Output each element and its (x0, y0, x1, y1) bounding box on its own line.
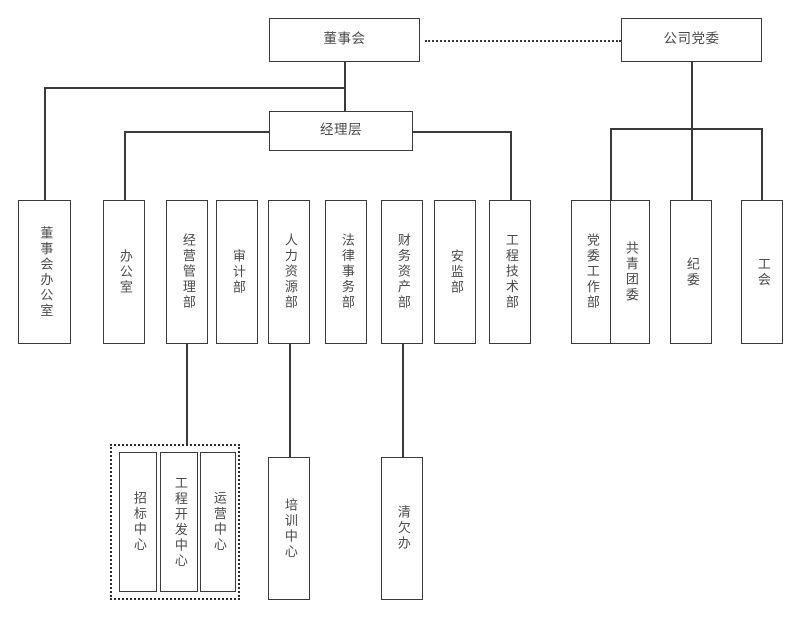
connector-training-center-drop (289, 344, 291, 457)
node-party-committee-label: 公司党委 (663, 31, 720, 48)
node-center-2[interactable]: 运营中心 (200, 452, 236, 592)
node-sub-unit-1-label: 清欠办 (394, 505, 410, 552)
connector-party-stem (691, 62, 693, 200)
node-department-6[interactable]: 安监部 (434, 200, 476, 344)
center-group-frame (110, 444, 240, 600)
node-sub-unit-0[interactable]: 培训中心 (268, 457, 310, 600)
node-department-7[interactable]: 工程技术部 (489, 200, 531, 344)
node-sub-unit-0-label: 培训中心 (281, 497, 297, 560)
node-management[interactable]: 经理层 (269, 111, 413, 151)
node-center-2-label: 运营中心 (210, 491, 226, 553)
node-center-1[interactable]: 工程开发中心 (160, 452, 198, 592)
node-department-7-label: 工程技术部 (502, 233, 518, 311)
connector-management-right (412, 131, 511, 133)
node-department-0[interactable]: 办公室 (103, 200, 145, 344)
node-department-3-label: 人力资源部 (281, 233, 297, 311)
connector-board-bus (44, 87, 345, 89)
node-party-unit-1[interactable]: 共青团委 (610, 200, 650, 344)
connector-party-right-drop (761, 128, 763, 200)
node-department-3[interactable]: 人力资源部 (268, 200, 310, 344)
node-center-0[interactable]: 招标中心 (119, 452, 157, 592)
node-party-unit-0-label: 党委工作部 (583, 233, 599, 311)
node-department-2[interactable]: 审计部 (216, 200, 258, 344)
node-center-0-label: 招标中心 (130, 491, 146, 553)
connector-management-left (124, 131, 271, 133)
connector-board-office-drop (44, 87, 46, 200)
node-department-5-label: 财务资产部 (394, 233, 410, 311)
connector-party-left-drop (610, 128, 612, 200)
connector-debt-office-drop (402, 344, 404, 457)
node-sub-unit-1[interactable]: 清欠办 (381, 457, 423, 600)
node-department-0-label: 办公室 (116, 248, 132, 296)
node-department-4-label: 法律事务部 (338, 233, 354, 311)
node-department-4[interactable]: 法律事务部 (325, 200, 367, 344)
node-party-unit-0[interactable]: 党委工作部 (571, 200, 611, 344)
node-department-6-label: 安监部 (447, 248, 463, 296)
node-department-2-label: 审计部 (229, 248, 245, 296)
node-party-unit-3[interactable]: 工会 (741, 200, 783, 344)
node-party-unit-3-label: 工会 (754, 256, 770, 288)
node-department-5[interactable]: 财务资产部 (381, 200, 423, 344)
connector-board-to-party-committee (425, 40, 621, 42)
node-department-1[interactable]: 经营管理部 (166, 200, 208, 344)
connector-party-bus (610, 128, 762, 130)
node-board-office[interactable]: 董事会办公室 (18, 200, 71, 344)
node-party-unit-1-label: 共青团委 (622, 241, 638, 303)
connector-management-right-drop (510, 131, 512, 200)
node-department-1-label: 经营管理部 (179, 233, 195, 311)
node-board-label: 董事会 (323, 31, 366, 48)
node-party-unit-2[interactable]: 纪委 (670, 200, 712, 344)
node-board[interactable]: 董事会 (269, 18, 420, 62)
connector-board-stem (344, 62, 346, 119)
node-center-1-label: 工程开发中心 (171, 475, 187, 569)
connector-center-group-drop (186, 344, 188, 444)
node-management-label: 经理层 (320, 122, 362, 139)
connector-management-left-drop (124, 131, 126, 200)
node-party-unit-2-label: 纪委 (683, 256, 699, 288)
node-party-committee[interactable]: 公司党委 (621, 18, 762, 62)
node-board-office-label: 董事会办公室 (37, 225, 53, 319)
